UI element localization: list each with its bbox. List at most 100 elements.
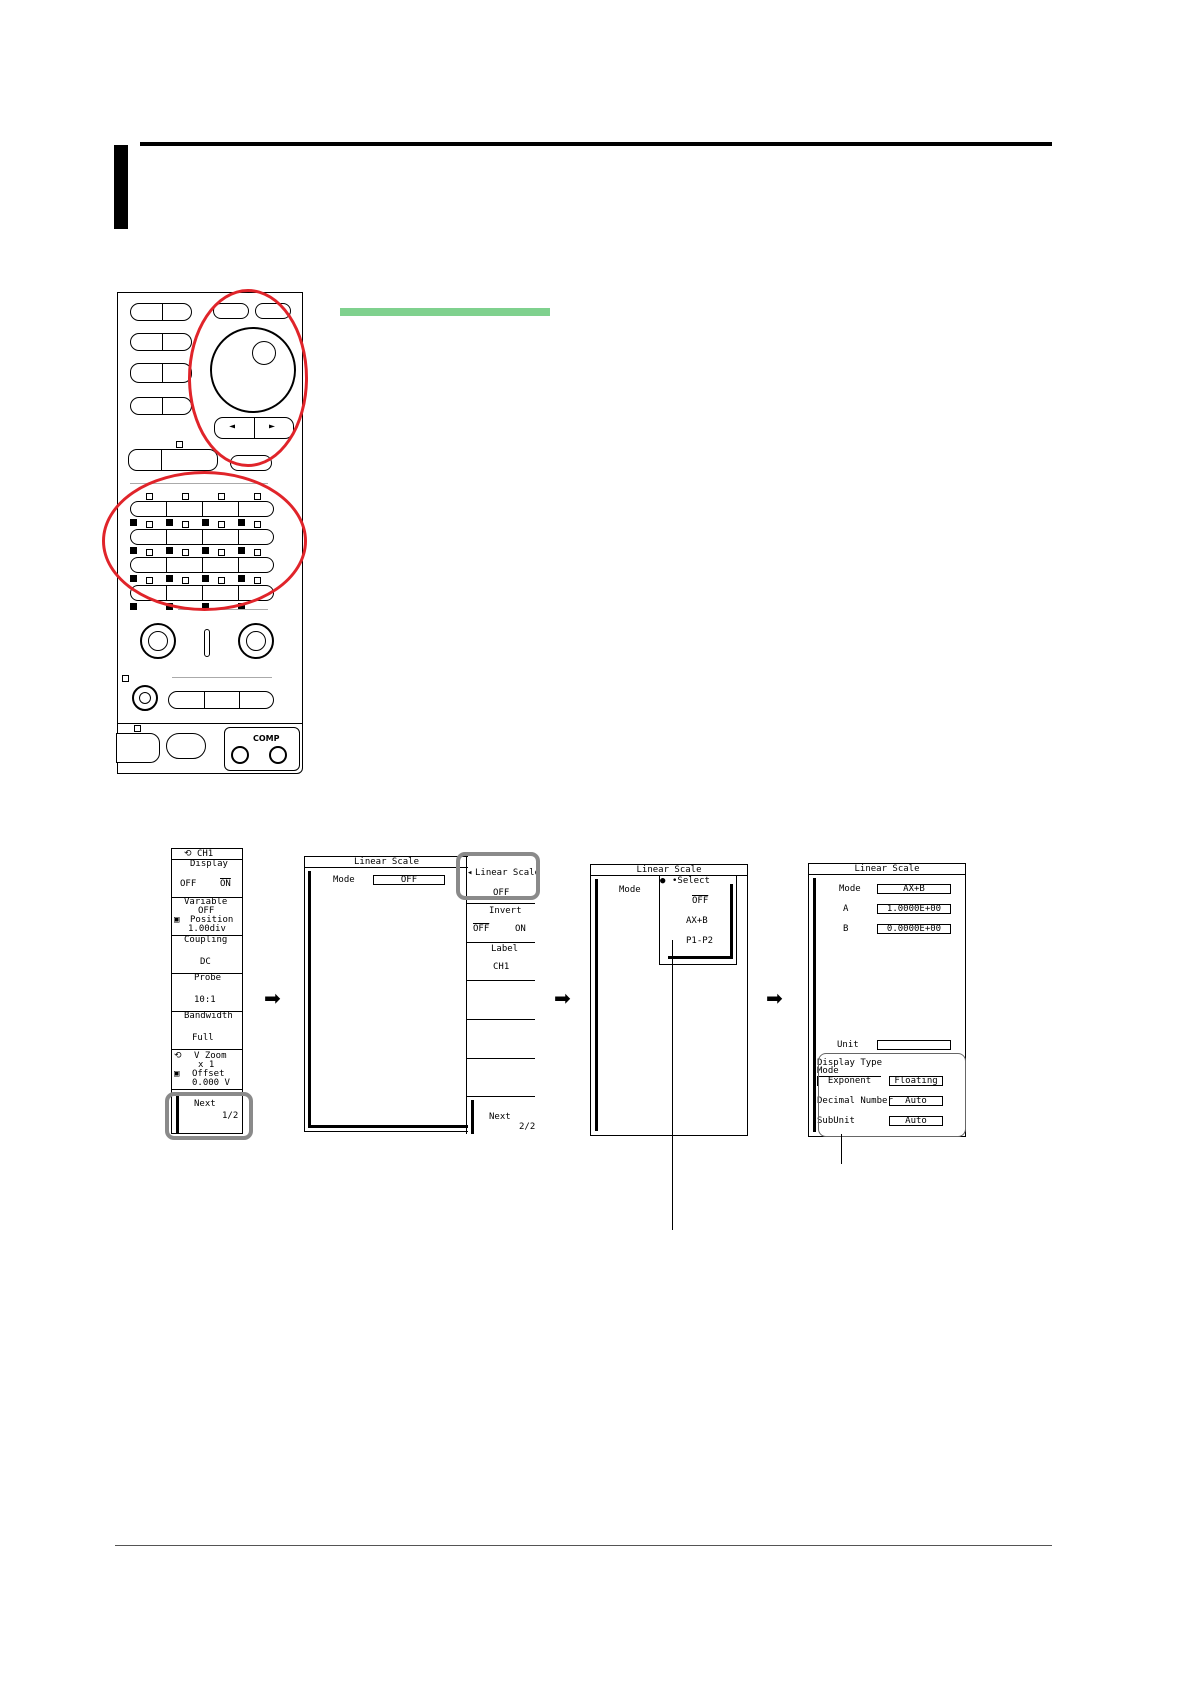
position-knob-icon: ▣	[174, 915, 180, 925]
section-bar	[340, 308, 550, 316]
highlight-ring-dial	[188, 289, 308, 467]
display-off-option[interactable]: OFF	[180, 879, 197, 889]
mode-select-screen: Linear Scale Mode ● •Select OFF AX+B P1-…	[590, 864, 748, 1136]
highlight-ring-keys	[102, 471, 307, 611]
next-label[interactable]: Next	[194, 1099, 216, 1109]
bandwidth-label: Bandwidth	[184, 1011, 233, 1021]
subunit-label: SubUnit	[817, 1116, 855, 1126]
position-label: Position	[190, 915, 234, 925]
exponent-field[interactable]: Floating	[889, 1076, 943, 1086]
indicator-icon	[122, 675, 129, 682]
vzoom-value[interactable]: x 1	[198, 1060, 215, 1070]
arrow-right-icon: ➡	[766, 986, 783, 1010]
small-knob[interactable]	[132, 685, 158, 711]
input-terminal-block: COMP	[224, 727, 300, 771]
decimal-label: Decimal Number	[817, 1096, 893, 1106]
front-panel: ◄ ► COMP	[102, 289, 308, 774]
option-axb[interactable]: AX+B	[686, 916, 708, 926]
option-p1-p2[interactable]: P1-P2	[686, 936, 714, 946]
vzoom-knob-icon: ⟲	[174, 1051, 182, 1061]
select-popup: ● •Select OFF AX+B P1-P2	[659, 875, 737, 965]
linear-scale-key-highlight	[456, 852, 540, 900]
chapter-marker	[114, 145, 128, 229]
linear-softkey-menu: ◂ Linear Scale OFF Invert OFF ON Label C…	[466, 856, 540, 1134]
display-type-label: Display Type	[817, 1058, 883, 1068]
comp-terminal-icon	[269, 746, 287, 764]
exponent-label: Exponent	[817, 1076, 881, 1086]
dialog-title: Linear Scale	[305, 857, 468, 868]
next-page: 2/2	[519, 1122, 536, 1132]
decimal-field[interactable]: Auto	[889, 1096, 943, 1106]
linear-scale-key-label[interactable]: Linear Scale	[475, 868, 541, 878]
a-label: A	[843, 904, 849, 914]
footer-rule	[115, 1545, 1052, 1546]
unit-label: Unit	[837, 1040, 859, 1050]
unit-field[interactable]	[877, 1040, 951, 1050]
a-field[interactable]: 1.0000E+00	[877, 904, 951, 914]
linear-scale-dialog: Linear Scale Mode OFF	[304, 856, 468, 1132]
mode-label: Mode	[839, 884, 861, 894]
label-key-value[interactable]: CH1	[493, 962, 510, 972]
header-rule	[140, 142, 1052, 146]
offset-value[interactable]: 0.000 V	[192, 1078, 230, 1088]
coupling-label: Coupling	[184, 935, 228, 945]
ground-terminal-icon	[231, 746, 249, 764]
scale-knob[interactable]	[238, 623, 274, 659]
invert-off-option[interactable]: OFF	[473, 924, 490, 934]
display-on-option[interactable]: ON	[220, 879, 231, 889]
vzoom-label: V Zoom	[194, 1051, 227, 1061]
panel-divider	[118, 723, 303, 724]
probe-value[interactable]: 10:1	[194, 995, 216, 1005]
invert-label: Invert	[489, 906, 522, 916]
linear-scale-key-value[interactable]: OFF	[493, 888, 510, 898]
label-key-label: Label	[491, 944, 519, 954]
coupling-value[interactable]: DC	[200, 957, 211, 967]
select-knob-icon: ●	[660, 876, 666, 886]
arrow-right-icon: ➡	[554, 986, 571, 1010]
dialog-title: Linear Scale	[809, 864, 965, 875]
offset-knob-icon: ▣	[174, 1069, 180, 1079]
b-field[interactable]: 0.0000E+00	[877, 924, 951, 934]
variable-label: Variable	[184, 897, 228, 907]
cursor-marker-icon: ◂	[467, 868, 473, 878]
indicator-icon	[176, 441, 183, 448]
offset-label: Offset	[192, 1069, 225, 1079]
bandwidth-value[interactable]: Full	[192, 1033, 214, 1043]
slot-indicator	[204, 629, 210, 657]
comp-label: COMP	[253, 734, 280, 743]
linear-scale-screen: Linear Scale Mode OFF ◂ Linear Scale OFF…	[304, 852, 540, 1134]
panel-button[interactable]	[166, 733, 206, 759]
mode-label: Mode	[333, 875, 355, 885]
panel-button[interactable]	[130, 363, 192, 383]
position-value[interactable]: 1.00div	[188, 924, 226, 934]
display-type-highlight	[818, 1053, 966, 1137]
arrow-right-icon: ➡	[264, 986, 281, 1010]
callout-leader	[672, 940, 673, 1230]
mode-field[interactable]: AX+B	[877, 884, 951, 894]
panel-button[interactable]	[128, 449, 218, 471]
panel-button[interactable]	[116, 733, 160, 763]
panel-button[interactable]	[130, 303, 192, 321]
next-label[interactable]: Next	[489, 1112, 511, 1122]
ch-menu-title: ⟲ CH1	[184, 849, 214, 859]
popup-title: •Select	[672, 876, 710, 886]
b-label: B	[843, 924, 849, 934]
panel-button-group[interactable]	[168, 691, 274, 709]
invert-on-option[interactable]: ON	[515, 924, 526, 934]
variable-state[interactable]: OFF	[198, 906, 215, 916]
next-key-highlight	[165, 1092, 253, 1140]
subunit-field[interactable]: Auto	[889, 1116, 943, 1126]
mode-field[interactable]: OFF	[373, 875, 445, 885]
channel-label-marker	[238, 603, 245, 610]
display-mode-label: Mode	[817, 1066, 839, 1076]
channel-label-marker	[130, 603, 137, 610]
display-label: Display	[190, 859, 228, 869]
panel-button[interactable]	[130, 333, 192, 351]
panel-button[interactable]	[130, 397, 192, 415]
option-off[interactable]: OFF	[692, 896, 709, 906]
next-page: 1/2	[222, 1111, 239, 1121]
position-knob[interactable]	[140, 623, 176, 659]
probe-label: Probe	[194, 973, 222, 983]
axb-settings-screen: Linear Scale Mode AX+B A 1.0000E+00 B 0.…	[808, 863, 966, 1137]
display-type-group: Display Type Mode Exponent Floating Deci…	[813, 1054, 965, 1136]
